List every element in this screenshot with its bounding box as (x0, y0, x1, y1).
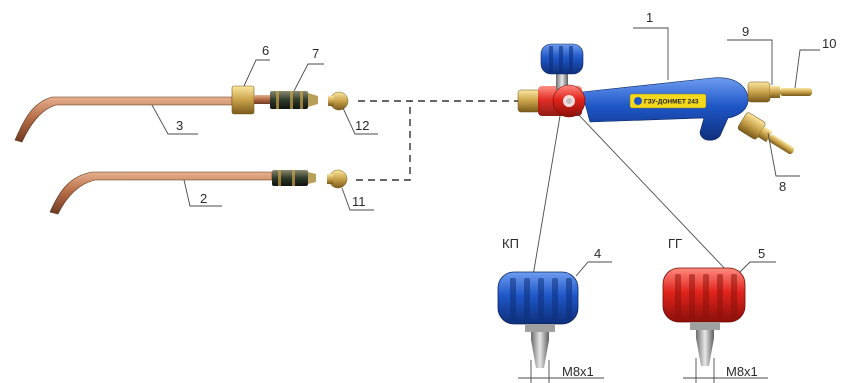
callout-2: 2 (200, 191, 207, 206)
callout-5: 5 (758, 246, 765, 261)
callout-8: 8 (779, 179, 786, 194)
callout-1: 1 (646, 10, 653, 25)
nipple-11 (327, 170, 347, 188)
callout-7: 7 (312, 46, 319, 61)
callout-leaders (152, 28, 820, 276)
callout-11: 11 (352, 194, 366, 209)
callout-10: 10 (822, 36, 836, 51)
detail-knob-4-oxygen (498, 272, 578, 368)
brand-text: ГЗУ-ДОНМЕТ 243 (644, 99, 699, 106)
torch-handle-1: ГЗУ-ДОНМЕТ 243 (518, 78, 748, 141)
valve-label-fuel: ГГ (668, 236, 682, 251)
callout-6: 6 (262, 43, 269, 58)
union-nut-6 (232, 86, 254, 114)
thread-label-left: М8х1 (562, 364, 594, 379)
callout-9: 9 (742, 24, 749, 39)
tip-tube-2 (50, 170, 316, 214)
dashed-connector (356, 101, 520, 180)
detail-knob-5-fuel (663, 268, 745, 366)
fuel-inlet-8 (737, 112, 798, 161)
callout-3: 3 (176, 118, 183, 133)
valve-label-oxygen: КП (502, 236, 519, 251)
valve-leader-lines (533, 112, 728, 276)
callout-4: 4 (594, 246, 601, 261)
callout-12: 12 (355, 118, 369, 133)
oxygen-inlet-9-10 (748, 82, 812, 102)
fuel-valve-knob (553, 85, 585, 117)
nipple-12 (328, 92, 348, 110)
thread-label-right: М8х1 (726, 364, 758, 379)
oxygen-valve-knob (541, 44, 583, 90)
tip-tube-3 (15, 86, 318, 142)
